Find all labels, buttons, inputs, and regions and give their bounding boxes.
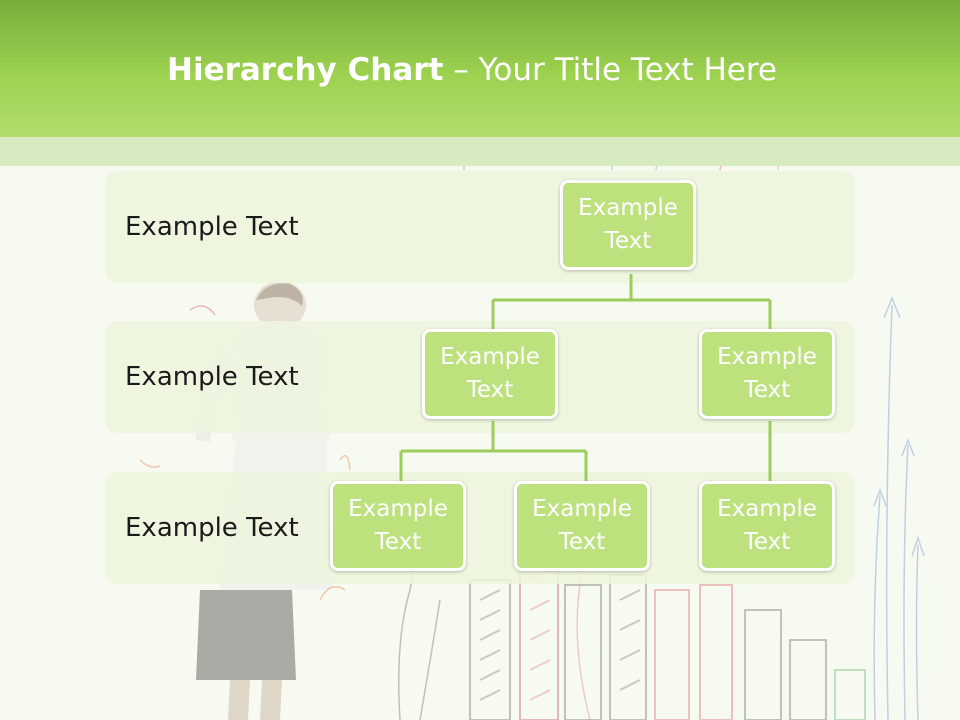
node-level3-middle[interactable]: Example Text bbox=[514, 481, 650, 571]
node-root[interactable]: Example Text bbox=[560, 180, 696, 270]
sketch-bars bbox=[469, 559, 866, 720]
node-level2-right[interactable]: Example Text bbox=[699, 329, 835, 419]
row-2-label: Example Text bbox=[125, 362, 299, 392]
hierarchy-row-1 bbox=[105, 171, 855, 283]
title-header-bar bbox=[0, 0, 960, 137]
header-accent-band bbox=[0, 137, 960, 166]
page-title: Hierarchy Chart – Your Title Text Here bbox=[0, 52, 944, 88]
title-rest: – Your Title Text Here bbox=[443, 52, 777, 88]
row-3-label: Example Text bbox=[125, 513, 299, 543]
title-bold: Hierarchy Chart bbox=[167, 52, 444, 88]
row-1-label: Example Text bbox=[125, 212, 299, 242]
node-level3-left[interactable]: Example Text bbox=[330, 481, 466, 571]
node-level2-left[interactable]: Example Text bbox=[422, 329, 558, 419]
node-level3-right[interactable]: Example Text bbox=[699, 481, 835, 571]
